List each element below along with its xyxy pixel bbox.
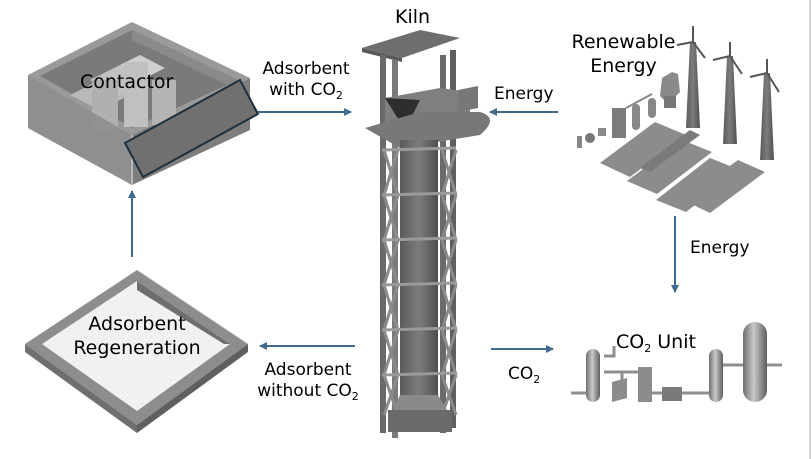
edge-label-co2-prefix: CO: [508, 364, 534, 384]
edge-label-line2-sub: 2: [335, 89, 343, 102]
edge-label-line1: Adsorbent: [264, 360, 352, 380]
renewable-energy-label-line2: Energy: [590, 55, 657, 77]
edge-label-line2-prefix: without CO: [257, 381, 352, 401]
kiln-tower: [362, 30, 490, 438]
edge-label-line2-prefix: with CO: [269, 80, 336, 100]
kiln-label: Kiln: [395, 6, 431, 28]
edge-label-line2: with CO2: [256, 80, 356, 101]
regeneration-tray: [25, 270, 248, 433]
edge-label-line2: without CO2: [248, 381, 368, 402]
contactor-equipment: [28, 22, 250, 185]
regeneration-label-line2: Regeneration: [73, 337, 201, 359]
edge-label-adsorbent-without-co2: Adsorbent without CO2: [248, 360, 368, 402]
co2-unit-label-suffix: Unit: [651, 331, 696, 353]
edge-label-energy-to-co2-unit: Energy: [690, 238, 750, 258]
renewable-energy-label: Renewable Energy: [566, 30, 681, 78]
regeneration-label: Adsorbent Regeneration: [62, 312, 212, 360]
edge-label-line1: Adsorbent: [262, 59, 350, 79]
solar-panels: [600, 122, 765, 213]
wind-turbine: [749, 59, 780, 160]
contactor-label: Contactor: [80, 71, 174, 93]
frame-border: [809, 0, 811, 459]
edge-label-line2-sub: 2: [351, 390, 359, 403]
wind-turbine: [676, 26, 706, 128]
contactor-outlet-panel: [123, 78, 260, 179]
co2-unit-label-prefix: CO: [616, 331, 645, 353]
edge-label-co2: CO2: [508, 364, 540, 385]
edge-label-co2-sub: 2: [533, 373, 541, 386]
co2-unit-equipment: [571, 322, 782, 402]
renewable-energy-label-line1: Renewable: [571, 31, 676, 53]
co2-unit-label: CO2 Unit: [616, 330, 696, 354]
regeneration-label-line1: Adsorbent: [88, 313, 186, 335]
co2-unit-label-sub: 2: [644, 342, 652, 355]
renewable-energy-plant: [577, 26, 780, 213]
edge-label-energy-to-kiln: Energy: [494, 84, 554, 104]
wind-turbine: [712, 42, 743, 144]
edge-label-adsorbent-with-co2: Adsorbent with CO2: [256, 59, 356, 101]
biomass-plant: [577, 72, 680, 148]
